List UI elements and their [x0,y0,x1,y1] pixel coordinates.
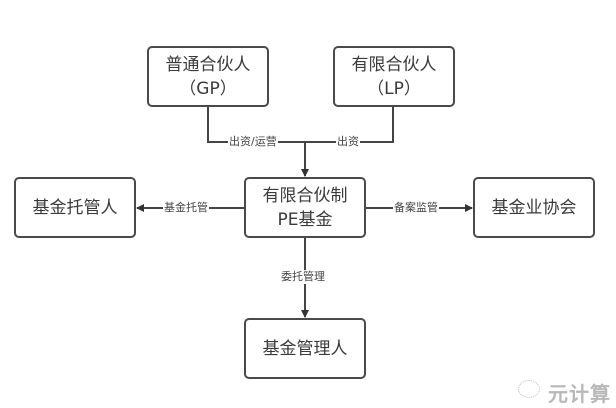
node-gp-title: 普通合伙人 [165,54,251,75]
node-lp: 有限合伙人 （LP） [333,46,455,107]
node-lp-abbr: （LP） [367,78,421,99]
node-gp: 普通合伙人 （GP） [147,46,269,107]
node-manager-label: 基金管理人 [262,338,348,359]
node-pe-fund: 有限合伙制 PE基金 [244,177,366,238]
edge-label-custodian: 基金托管 [163,201,209,215]
node-gp-abbr: （GP） [179,78,237,99]
edge-label-manager: 委托管理 [280,270,326,284]
watermark-logo-icon [518,380,540,398]
edge-label-gp: 出资/运营 [228,135,278,149]
node-pe-subtitle: PE基金 [277,209,333,230]
node-custodian-label: 基金托管人 [32,197,118,218]
node-association: 基金业协会 [473,177,595,238]
node-lp-title: 有限合伙人 [351,54,437,75]
edge-label-lp: 出资 [336,135,360,149]
node-association-label: 基金业协会 [491,197,577,218]
edge-lp-to-pe [305,106,394,143]
edge-label-association: 备案监管 [393,201,439,215]
watermark-text: 元计算 [548,382,611,406]
node-custodian: 基金托管人 [14,177,136,238]
node-pe-title: 有限合伙制 [262,185,348,206]
node-manager: 基金管理人 [244,318,366,379]
